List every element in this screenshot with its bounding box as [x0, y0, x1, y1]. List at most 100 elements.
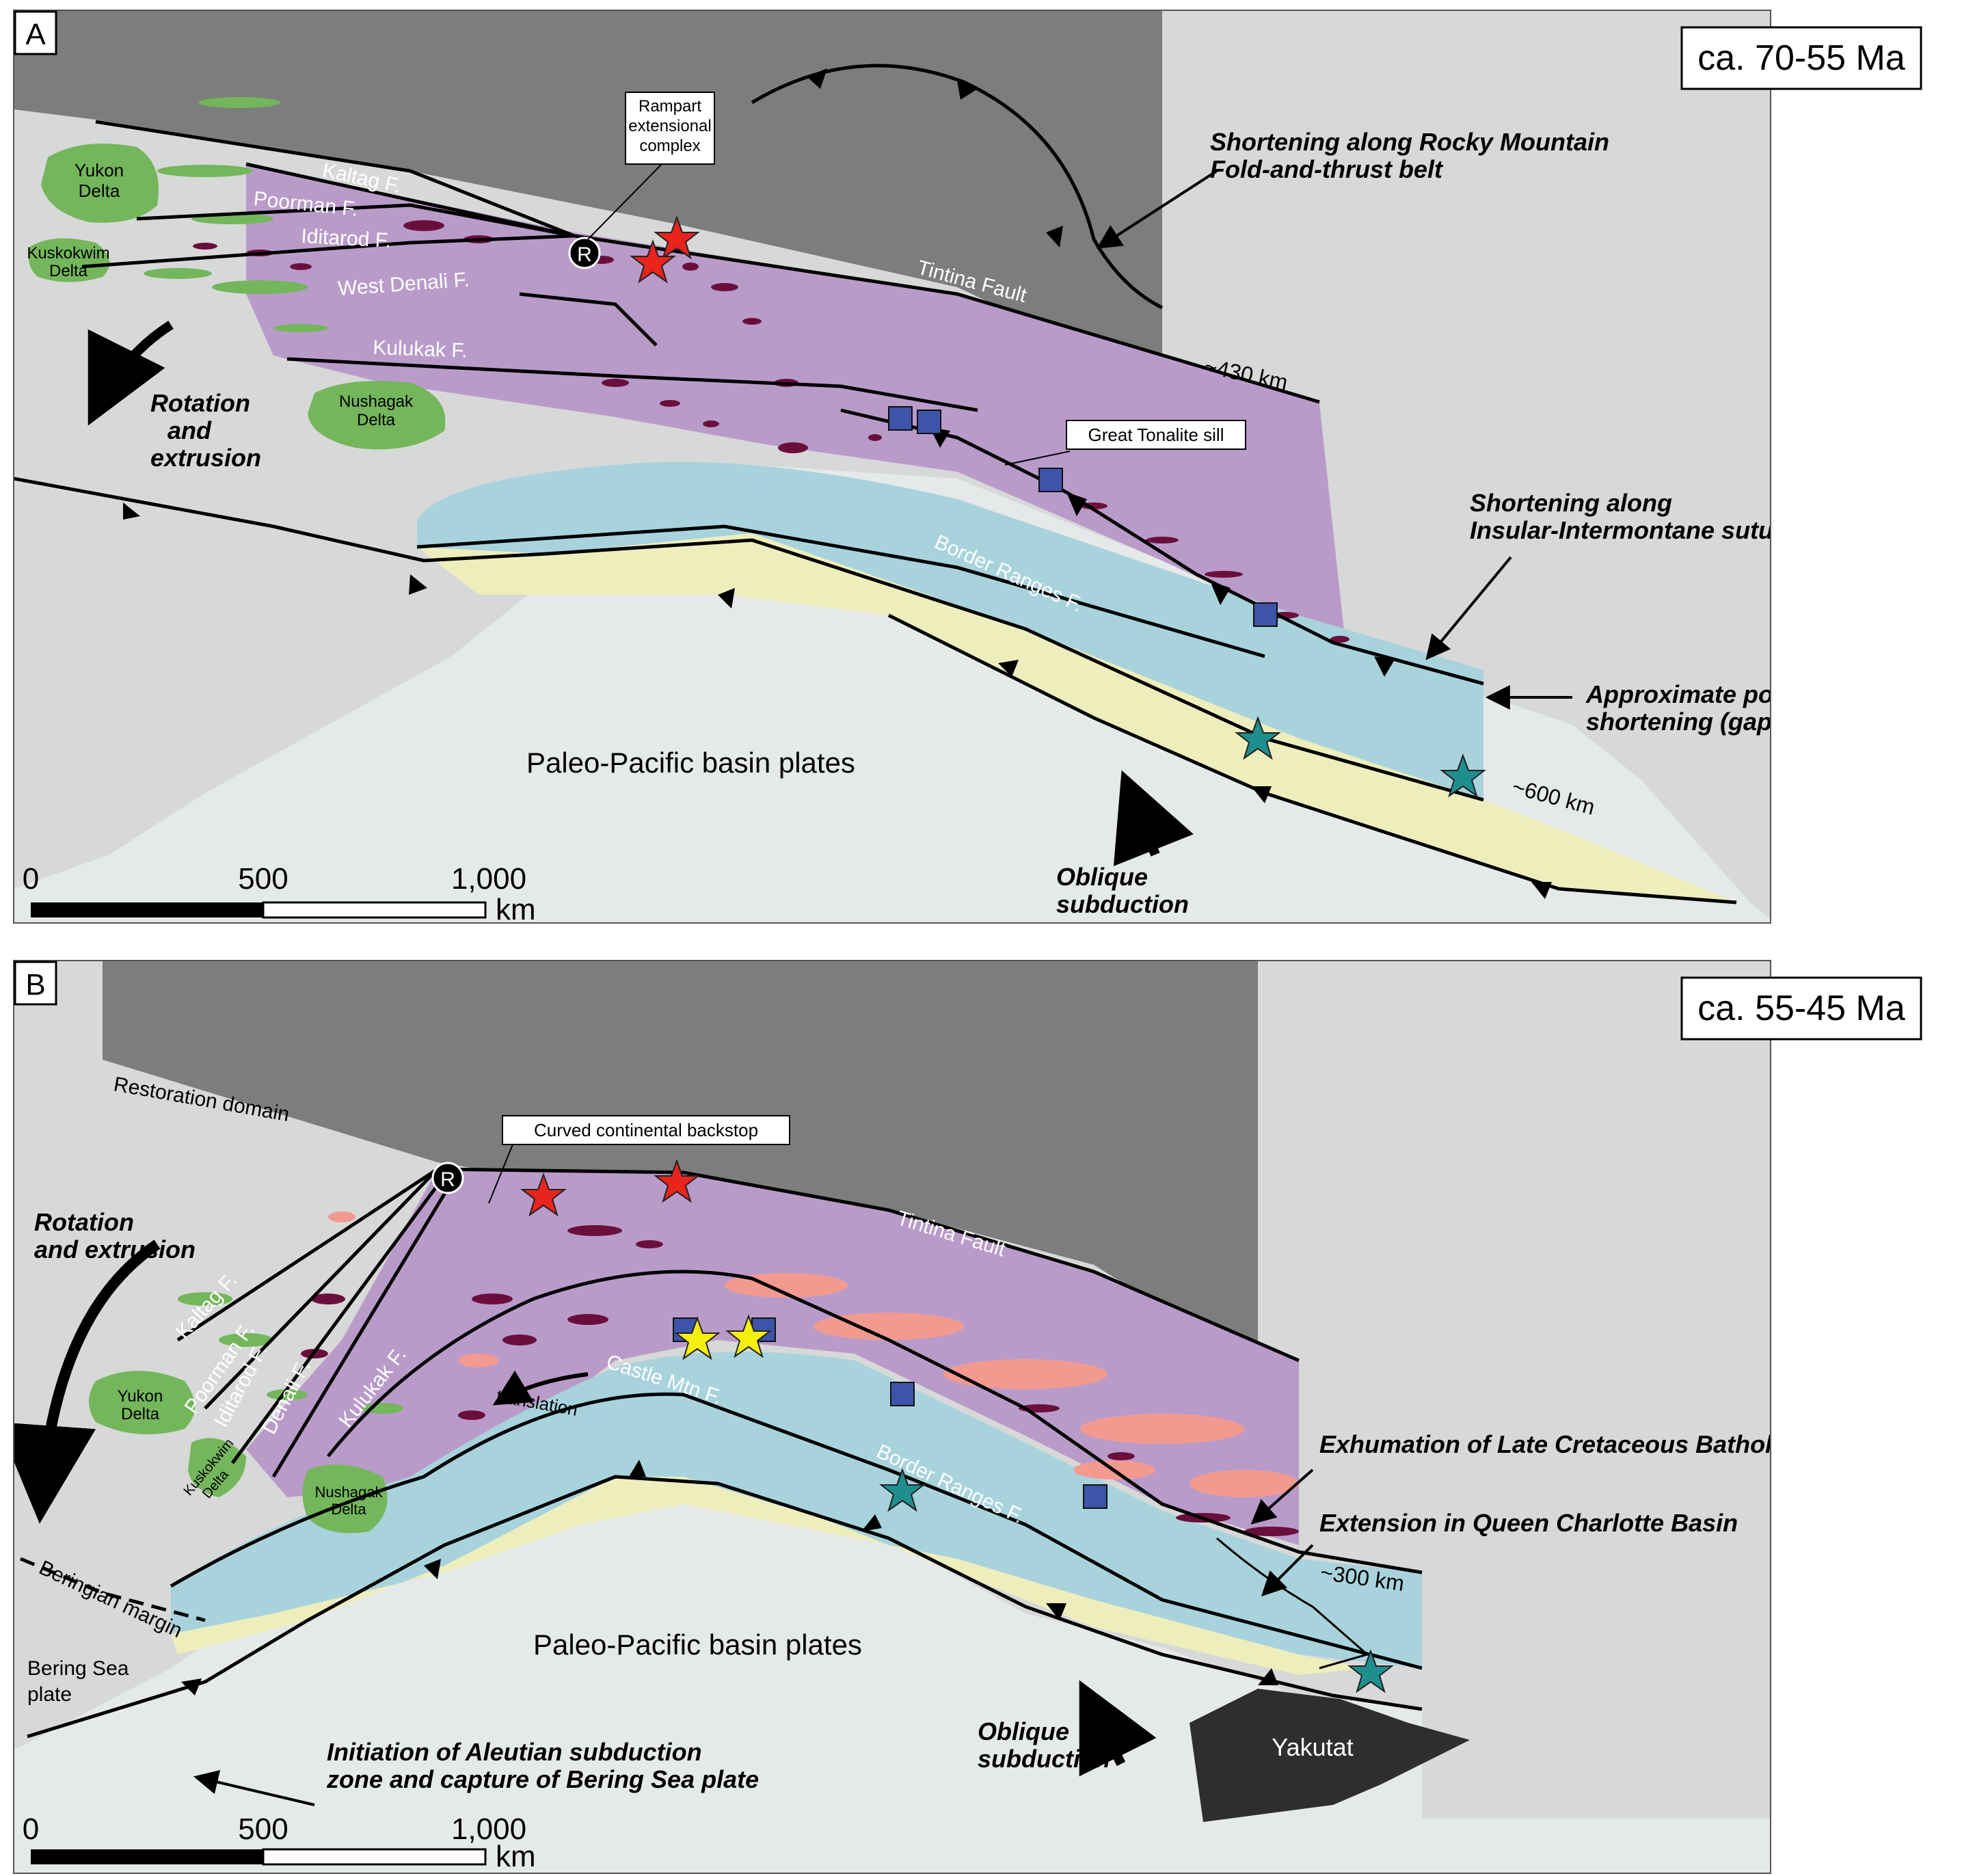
aleutian-arrow: [193, 1770, 315, 1806]
red-star-markers: [630, 215, 700, 284]
backstop-label: Curved continental backstop: [534, 1120, 758, 1140]
kulukak-fault-label: Kulukak F.: [373, 336, 468, 362]
sample-square-icon: [917, 410, 941, 434]
dark-continental-area: [103, 961, 1258, 1367]
delta-areas: [28, 97, 446, 450]
kuskokwim-delta-label-2: Delta: [49, 262, 88, 280]
aleutian-label-2: zone and capture of Bering Sea plate: [326, 1765, 759, 1793]
iditarod-fault-line: [81, 234, 575, 269]
nushagak-delta-label: Nushagak: [314, 1484, 383, 1501]
kuskokwim-delta-label: Kuskokwim: [27, 244, 109, 263]
yukon-delta-label-2: Delta: [79, 180, 120, 201]
kuskokwim-delta: [28, 238, 110, 282]
backstop-leader: [488, 1144, 513, 1204]
scale-tick-0: 0: [23, 1812, 39, 1846]
yukon-delta-label: Yukon: [75, 160, 124, 180]
scale-tick-1000: 1,000: [451, 1812, 526, 1846]
dark-continental-area: [14, 10, 1162, 383]
border-ranges-line: [170, 1392, 1423, 1670]
yellow-star-markers: [674, 1314, 772, 1361]
bering-sea-plate-label-2: plate: [27, 1683, 72, 1706]
r-marker-label: R: [577, 243, 592, 266]
nushagak-delta-label: Nushagak: [339, 392, 414, 411]
rocky-label-1: Shortening along Rocky Mountain: [1210, 128, 1609, 156]
rocky-mountain-thrust-line: [751, 64, 1164, 310]
panel-letter: B: [25, 968, 45, 1002]
insular-arrow: [1425, 556, 1512, 660]
thrust-teeth: [123, 68, 1552, 899]
exhumation-arrow: [1250, 1469, 1314, 1525]
kulukak-fault-line: [286, 357, 978, 412]
sample-square-icon: [1038, 468, 1063, 492]
poorman-fault-line: [204, 1168, 439, 1410]
red-star-icon: [654, 215, 700, 260]
rampart-callout: Rampart extensional complex: [625, 92, 715, 165]
nushagak-delta-label-2: Delta: [331, 1501, 366, 1518]
blue-square-markers: [888, 406, 1278, 627]
blue-forearc-belt: [417, 461, 1483, 800]
yakutat-block: [1190, 1689, 1470, 1822]
sample-square-icon: [1083, 1484, 1107, 1509]
purple-terrane: [246, 164, 1347, 656]
sample-square-icon: [890, 1382, 915, 1406]
tonalite-callout: Great Tonalite sill: [1066, 420, 1246, 450]
panel-letter-box: [14, 961, 57, 1006]
yakutat-label: Yakutat: [1272, 1733, 1353, 1761]
kuskokwim-delta: [188, 1438, 246, 1497]
scale-tick-500: 500: [238, 1812, 288, 1846]
rocky-arrow: [1096, 170, 1218, 249]
extension-label: Extension in Queen Charlotte Basin: [1319, 1509, 1738, 1537]
scale-bar-a: 0 500 1,000 km: [23, 862, 536, 926]
nushagak-delta-label-2: Delta: [357, 411, 396, 429]
west-denali-fault-line: [519, 292, 658, 347]
r-marker-label: R: [440, 1168, 455, 1191]
oblique-subduction-arrow: [1113, 770, 1194, 866]
leader-lines: [587, 162, 1071, 466]
age-box: [1680, 26, 1922, 90]
sample-square-icon: [1253, 602, 1278, 627]
tonalite-label: Great Tonalite sill: [1088, 425, 1224, 445]
denali-fault-line: [271, 1181, 453, 1478]
yellow-accretionary-belt: [417, 533, 1736, 902]
rotation-label-3: extrusion: [150, 444, 261, 472]
beringian-margin-line: [20, 1557, 206, 1622]
yukon-delta-label: Yukon: [118, 1387, 163, 1406]
purple-terrane: [246, 1169, 1299, 1545]
rotation-arrow: [14, 1240, 161, 1524]
rampart-label-1: Rampart: [639, 97, 701, 116]
tintina-fault-line: [437, 1167, 1300, 1363]
scale-unit: km: [496, 893, 536, 926]
age-label: ca. 70-55 Ma: [1697, 38, 1905, 78]
batholith-patches: [193, 220, 1349, 643]
red-star-icon: [630, 239, 676, 284]
approx-label-1: Approximate post-70 Ma: [1585, 680, 1872, 708]
teal-star-markers: [1235, 716, 1486, 798]
fault-lines: [20, 1167, 1423, 1739]
nushagak-delta: [308, 381, 446, 450]
rotation-label-2: and extrusion: [34, 1235, 196, 1263]
panel-letter-box: [14, 10, 57, 55]
r-marker: [431, 1162, 464, 1194]
rotation-label-2: and: [167, 416, 212, 444]
iditarod-fault-line: [230, 1175, 446, 1464]
rocky-label-2: Fold-and-thrust belt: [1210, 155, 1444, 183]
red-star-icon: [654, 1159, 700, 1203]
trench-line: [27, 1475, 1423, 1739]
teal-star-markers: [879, 1468, 1394, 1693]
yellow-accretionary-belt: [171, 1477, 1367, 1675]
border-ranges-line: [416, 524, 1265, 658]
age-box: [1680, 976, 1922, 1041]
annotation-arrows: [88, 170, 1572, 866]
red-star-markers: [520, 1159, 700, 1217]
oblique-label-2: subduction: [1056, 890, 1189, 918]
paleo-pacific-label: Paleo-Pacific basin plates: [533, 1629, 862, 1661]
iditarod-fault-label: Iditarod F.: [301, 225, 392, 252]
sample-square-icon: [888, 406, 913, 431]
trench-upper-line: [14, 477, 1484, 802]
rampart-r-marker: [568, 237, 601, 269]
teal-star-icon: [1235, 716, 1281, 760]
kaltag-fault-line: [176, 1167, 439, 1342]
teal-star-icon: [1440, 753, 1486, 798]
scale-tick-500: 500: [238, 862, 288, 896]
